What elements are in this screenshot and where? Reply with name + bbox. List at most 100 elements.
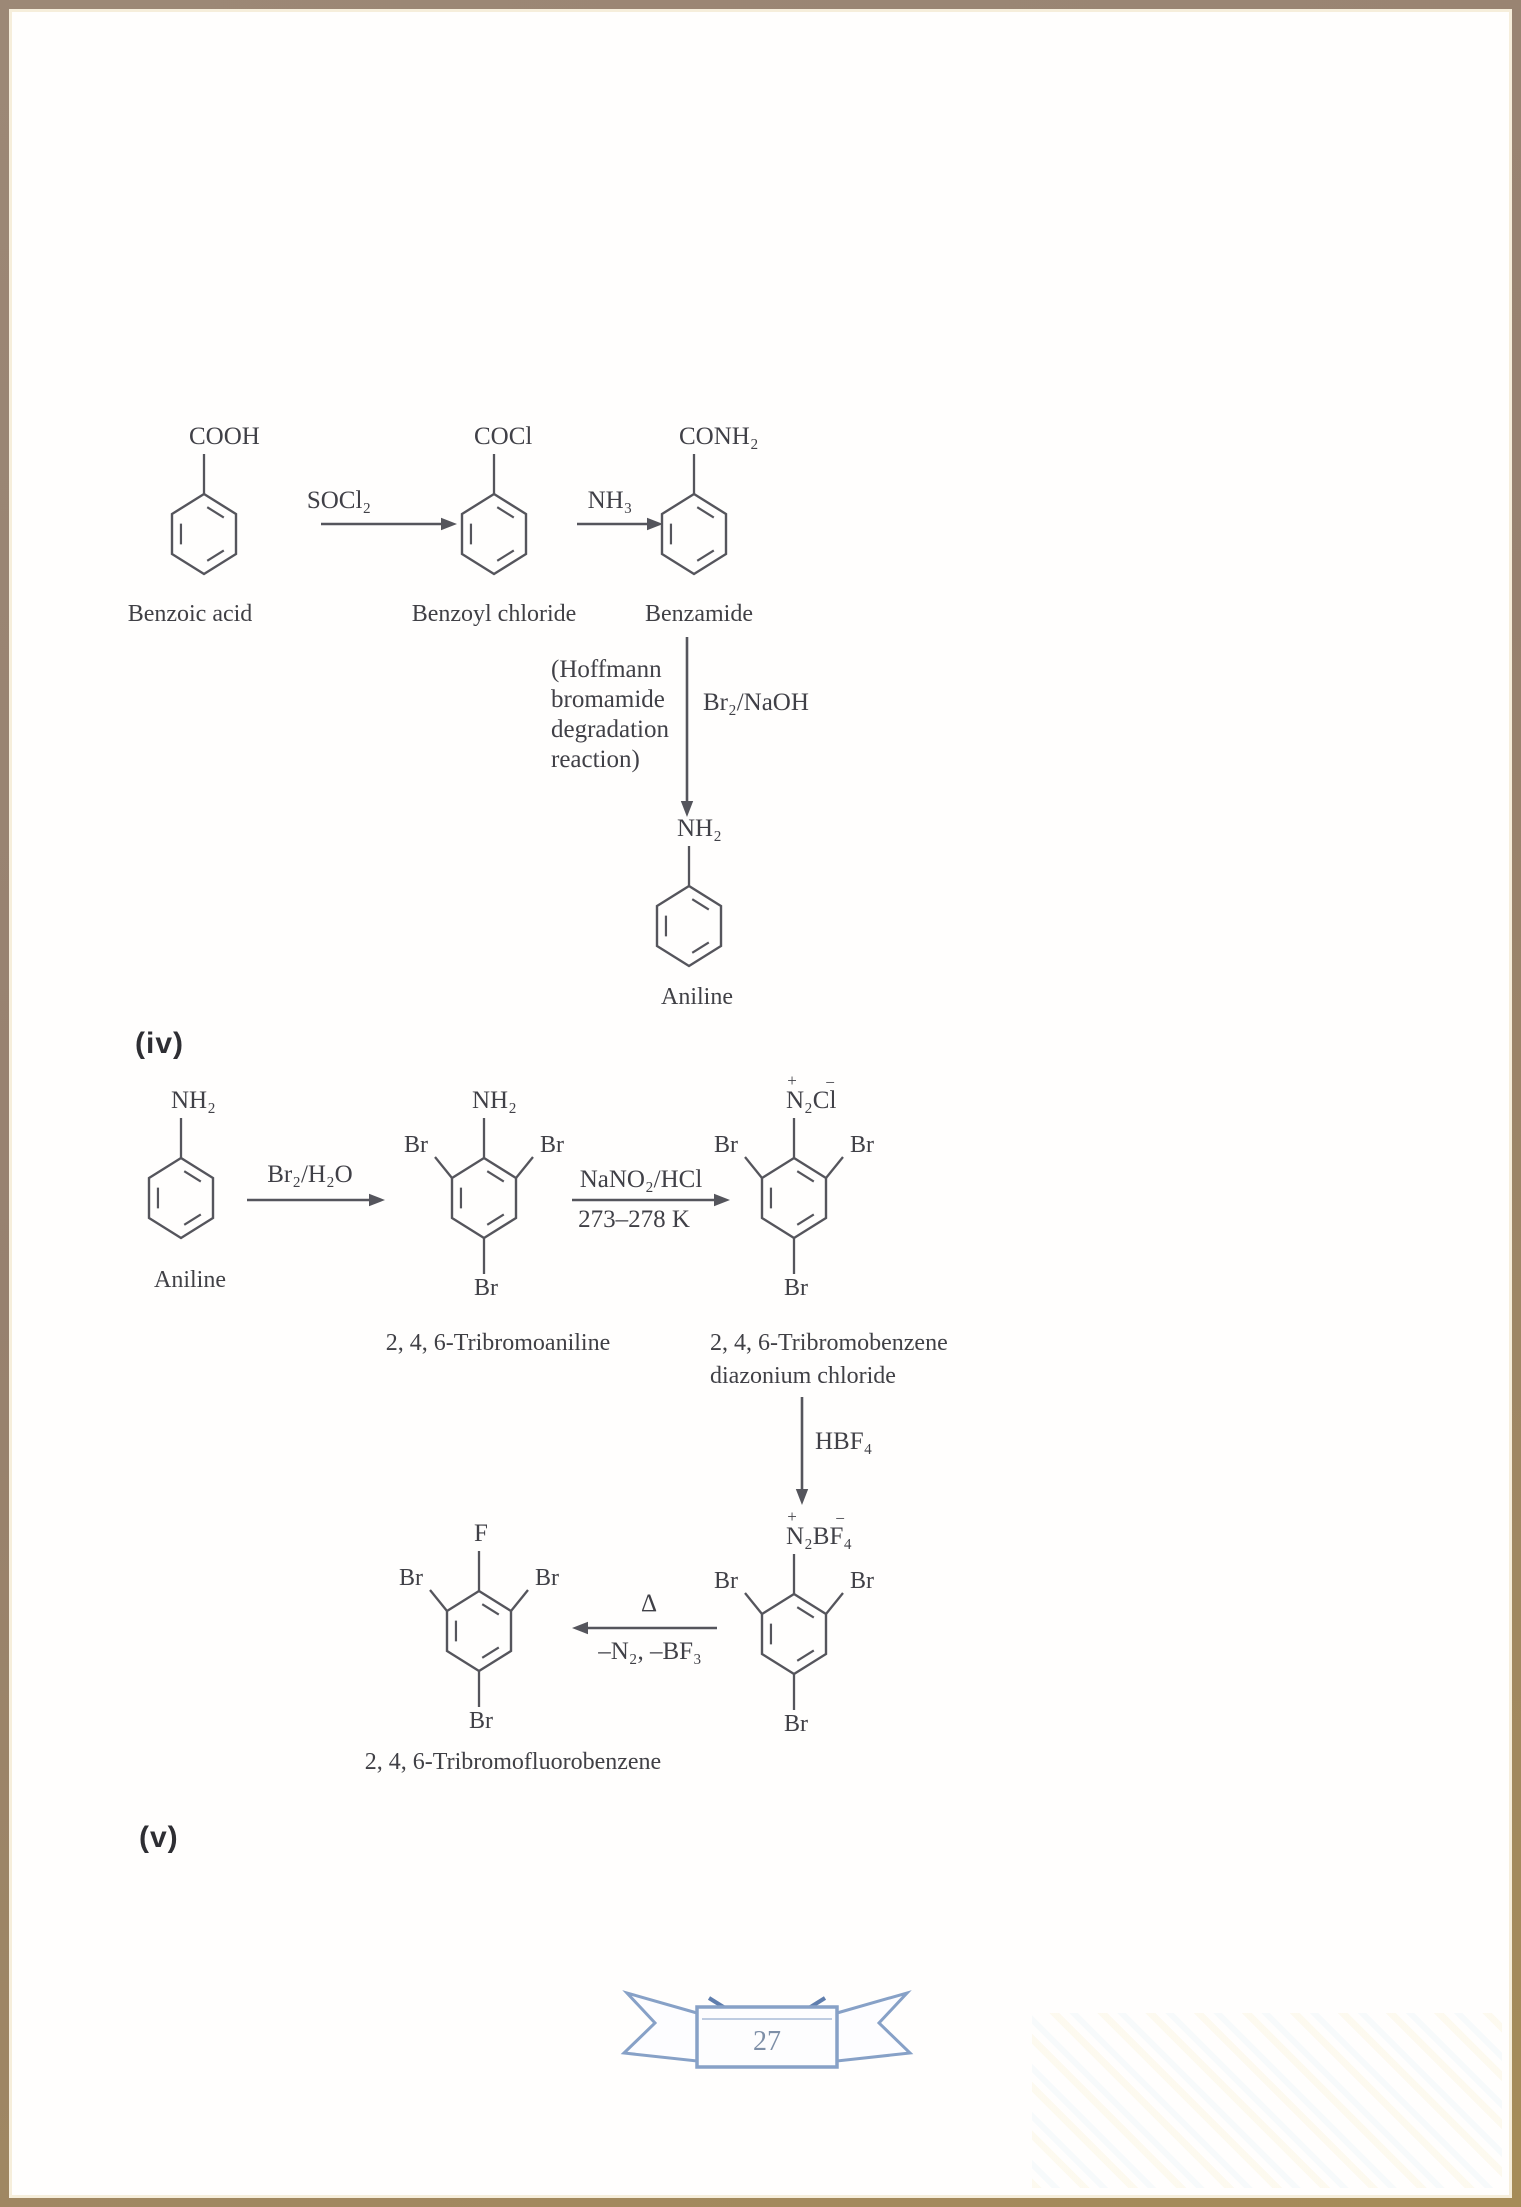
substituent-bond — [744, 1156, 763, 1179]
substituent-br-left: Br — [399, 1565, 423, 1591]
substituent-br-bottom: Br — [474, 1275, 498, 1301]
substituent-br-left: Br — [714, 1132, 738, 1158]
substituent-aniline-product-top: NH₂ — [677, 815, 722, 842]
substituent-br-right: Br — [540, 1132, 564, 1158]
arrow-head — [369, 1193, 385, 1207]
substituent-br-bottom: Br — [784, 1711, 808, 1737]
caption-tribromobenzene-diazonium-chloride-2: diazonium chloride — [710, 1363, 896, 1389]
double-bond — [206, 549, 225, 562]
molecule-benzoic-acid: COOH Benzoic acid — [128, 423, 260, 627]
arrow-hbf4: HBF₄ — [795, 1397, 872, 1505]
substituent-benzoic-acid-top: COOH — [189, 423, 260, 450]
double-bond — [206, 506, 225, 519]
section-label-iv: (iv) — [135, 1027, 184, 1060]
double-bond — [183, 1213, 202, 1226]
substituent-br-bottom: Br — [469, 1708, 493, 1734]
ribbon-left-tail — [620, 1990, 699, 2063]
arrow-br2-naoh-label-2: (Hoffmann — [551, 656, 662, 683]
double-bond — [691, 898, 710, 911]
substituent-benzoyl-chloride-top: COCl — [474, 423, 532, 450]
arrow-head — [572, 1621, 588, 1635]
benzene-ring — [460, 492, 528, 576]
double-bond — [486, 1213, 505, 1226]
substituent-bond — [825, 1156, 844, 1179]
charge-mark: + — [787, 1507, 797, 1526]
benzene-ring — [170, 492, 238, 576]
arrow-head — [714, 1193, 730, 1207]
double-bond — [481, 1646, 500, 1659]
caption-aniline-iv: Aniline — [154, 1267, 226, 1293]
arrow-br2-naoh-label-1: Br₂/NaOH — [703, 689, 809, 716]
substituent-br-left: Br — [404, 1132, 428, 1158]
substituent-bond — [825, 1592, 844, 1615]
arrow-br2-naoh-label-3: bromamide — [551, 686, 665, 713]
ribbon-box — [695, 2005, 839, 2069]
arrow-head — [647, 517, 663, 531]
arrow-socl2-label-1: SOCl₂ — [307, 487, 371, 514]
arrow-nh3: NH₃ — [577, 487, 663, 531]
molecule-aniline-iv: NH₂ Aniline — [147, 1087, 226, 1293]
arrow-br2-h2o-label-1: Br₂/H₂O — [267, 1161, 353, 1188]
substituent-tribromoaniline-top: NH₂ — [472, 1087, 517, 1114]
arrow-hbf4-label-1: HBF₄ — [815, 1428, 872, 1455]
substituent-br-right: Br — [850, 1132, 874, 1158]
arrow-delta-label-2: –N₂, –BF₃ — [597, 1638, 702, 1665]
substituent-br-right: Br — [850, 1568, 874, 1594]
arrow-socl2: SOCl₂ — [307, 487, 457, 531]
substituent-br-right: Br — [535, 1565, 559, 1591]
substituent-br-left: Br — [714, 1568, 738, 1594]
substituent-bond — [429, 1589, 448, 1612]
substituent-br-bottom: Br — [784, 1275, 808, 1301]
double-bond — [796, 1213, 815, 1226]
page-number-ribbon: 27 — [620, 1990, 914, 2069]
double-bond — [696, 506, 715, 519]
charge-mark: − — [835, 1509, 845, 1528]
substituent-benzamide-top: CONH₂ — [679, 423, 759, 450]
arrow-nano2-hcl-label-1: NaNO₂/HCl — [580, 1166, 703, 1193]
substituent-bond — [510, 1589, 529, 1612]
double-bond — [496, 506, 515, 519]
caption-benzoyl-chloride: Benzoyl chloride — [412, 601, 577, 627]
substituent-bond — [515, 1156, 534, 1179]
caption-benzamide: Benzamide — [645, 601, 753, 627]
arrow-br2-naoh-label-5: reaction) — [551, 746, 640, 773]
benzene-ring — [147, 1156, 215, 1240]
arrow-head — [795, 1489, 809, 1505]
caption-aniline-product: Aniline — [661, 984, 733, 1010]
arrow-head — [680, 801, 694, 817]
double-bond — [696, 549, 715, 562]
arrow-delta-label-1: Δ — [641, 1590, 657, 1617]
substituent-aniline-iv-top: NH₂ — [171, 1087, 216, 1114]
molecule-benzamide: CONH₂ Benzamide — [645, 423, 759, 627]
benzene-ring — [660, 492, 728, 576]
charge-mark: − — [825, 1073, 835, 1092]
arrow-delta: Δ –N₂, –BF₃ — [572, 1590, 717, 1665]
caption-tribromofluorobenzene: 2, 4, 6-Tribromofluorobenzene — [365, 1749, 661, 1775]
double-bond — [486, 1170, 505, 1183]
arrow-br2-naoh-label-4: degradation — [551, 716, 670, 743]
benzene-ring — [655, 884, 723, 968]
ribbon-right-tail — [835, 1990, 914, 2063]
charge-mark: + — [787, 1071, 797, 1090]
caption-tribromoaniline: 2, 4, 6-Tribromoaniline — [386, 1330, 610, 1356]
arrow-head — [441, 517, 457, 531]
double-bond — [796, 1649, 815, 1662]
substituent-tribromobenzene-diazonium-chloride-top: N₂Cl — [786, 1087, 836, 1114]
substituent-bond — [744, 1592, 763, 1615]
arrow-br2-h2o: Br₂/H₂O — [247, 1161, 385, 1207]
caption-tribromobenzene-diazonium-chloride: 2, 4, 6-Tribromobenzene — [710, 1330, 948, 1356]
caption-benzoic-acid: Benzoic acid — [128, 601, 253, 627]
double-bond — [796, 1606, 815, 1619]
double-bond — [496, 549, 515, 562]
section-label-v: (v) — [139, 1821, 179, 1854]
double-bond — [691, 941, 710, 954]
arrow-nano2-hcl-label-2: 273–278 K — [578, 1206, 690, 1233]
double-bond — [796, 1170, 815, 1183]
